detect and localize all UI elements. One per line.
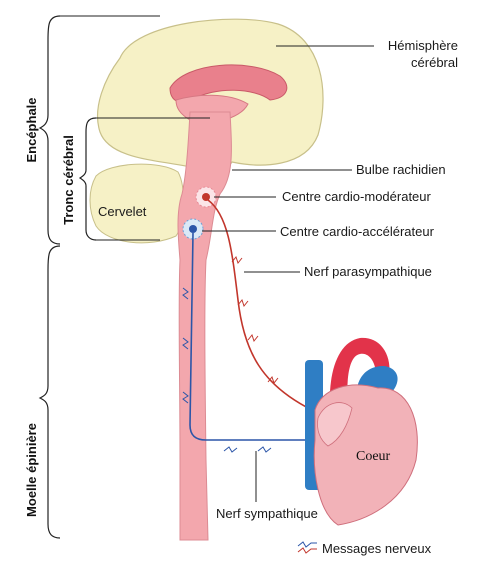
label-nerf-sympathique: Nerf sympathique: [216, 506, 318, 521]
moelle-bracket: [38, 245, 61, 539]
cardio-accelerator-center: [189, 225, 197, 233]
legend-red-zigzag: [297, 547, 317, 554]
heart-atrium: [317, 402, 353, 447]
legend: Messages nerveux: [297, 541, 432, 556]
label-nerf-parasympathique: Nerf parasympathique: [304, 264, 432, 279]
parasympathetic-messages: [231, 255, 279, 385]
encephale-bracket: [38, 15, 61, 245]
label-hemisphere-2: cérébral: [411, 55, 458, 70]
legend-blue-zigzag: [297, 541, 317, 548]
left-brackets: [38, 15, 97, 539]
label-encephale: Encéphale: [24, 97, 39, 162]
tronc-bracket: [78, 117, 97, 241]
heart: [305, 337, 418, 526]
cerebellum: [89, 163, 185, 244]
label-centre-cardio-moderateur: Centre cardio-modérateur: [282, 189, 432, 204]
label-hemisphere-1: Hémisphère: [388, 38, 458, 53]
label-bulbe-rachidien: Bulbe rachidien: [356, 162, 446, 177]
parasympathetic-nerve: [207, 199, 313, 411]
label-moelle-epiniere: Moelle épinière: [24, 423, 39, 517]
label-cervelet: Cervelet: [98, 204, 147, 219]
sympathetic-nerve: [189, 232, 318, 441]
legend-label: Messages nerveux: [322, 541, 432, 556]
sympathetic-messages: [182, 287, 272, 453]
cardio-moderator-center: [202, 193, 210, 201]
brainstem-and-spinal-cord: [177, 111, 232, 541]
label-coeur: Coeur: [356, 449, 391, 464]
label-centre-cardio-accelerateur: Centre cardio-accélérateur: [280, 224, 435, 239]
label-tronc-cerebral: Tronc cérébral: [61, 135, 76, 225]
